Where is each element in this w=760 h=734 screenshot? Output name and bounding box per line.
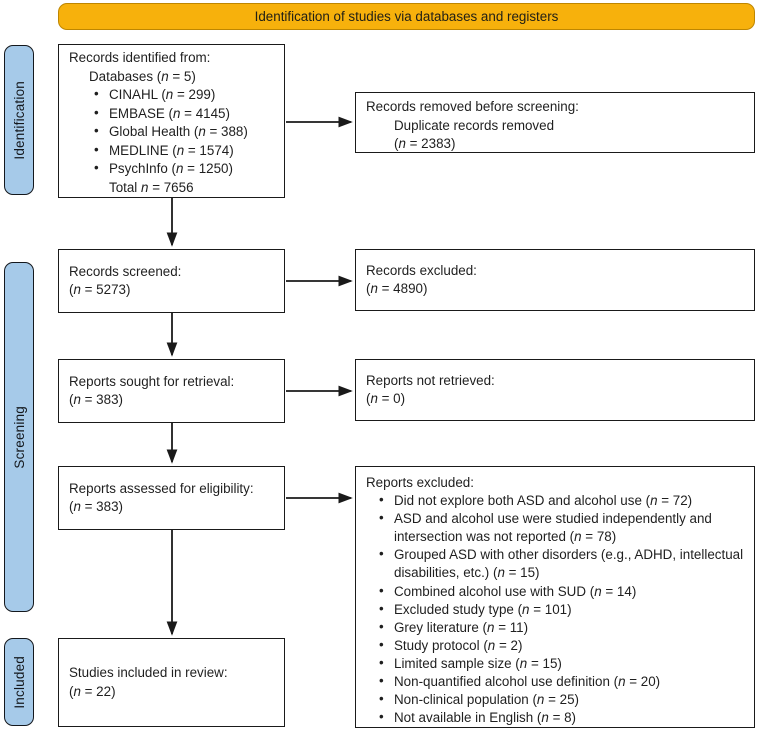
box-reports-sought: Reports sought for retrieval: (n = 383) [58, 359, 285, 423]
list-item: Study protocol (n = 2) [379, 636, 746, 655]
stage-included-text: Included [11, 655, 27, 709]
database-list: CINAHL (n = 299) EMBASE (n = 4145) Globa… [94, 85, 276, 179]
list-item: Did not explore both ASD and alcohol use… [379, 491, 746, 510]
list-item: Grey literature (n = 11) [379, 618, 746, 637]
box-total-line: Total n = 7656 [109, 179, 194, 195]
box-title: Records removed before screening: [366, 99, 579, 114]
list-item: PsychInfo (n = 1250) [94, 159, 276, 179]
list-item: Combined alcohol use with SUD (n = 14) [379, 582, 746, 601]
box-line: Reports sought for retrieval: [69, 373, 235, 389]
box-line: (n = 22) [69, 683, 116, 699]
box-title: Reports excluded: [366, 475, 474, 490]
stage-identification-text: Identification [11, 80, 27, 160]
box-line: (n = 2383) [394, 136, 456, 151]
box-line: (n = 383) [69, 392, 123, 407]
stage-screening-text: Screening [11, 405, 27, 469]
stage-label-screening: Screening [4, 262, 34, 612]
stage-label-identification: Identification [4, 45, 34, 195]
box-line: (n = 5273) [69, 282, 131, 297]
box-line: Records excluded: [366, 262, 477, 278]
box-line: Reports assessed for eligibility: [69, 480, 254, 496]
exclusion-reason-list: Did not explore both ASD and alcohol use… [379, 491, 746, 727]
list-item: ASD and alcohol use were studied indepen… [379, 509, 746, 546]
box-line: (n = 383) [69, 499, 123, 514]
box-reports-not-retrieved: Reports not retrieved: (n = 0) [355, 359, 755, 421]
banner-label: Identification of studies via databases … [254, 9, 559, 24]
box-line: Reports not retrieved: [366, 372, 495, 388]
box-reports-excluded: Reports excluded: Did not explore both A… [355, 466, 755, 728]
list-item: Non-quantified alcohol use definition (n… [379, 672, 746, 691]
list-item: CINAHL (n = 299) [94, 85, 276, 105]
list-item: Limited sample size (n = 15) [379, 654, 746, 673]
stage-label-included: Included [4, 638, 34, 726]
box-line: (n = 4890) [366, 281, 428, 296]
box-reports-assessed: Reports assessed for eligibility: (n = 3… [58, 466, 285, 530]
list-item: Global Health (n = 388) [94, 122, 276, 142]
box-subtitle: Databases (n = 5) [89, 68, 196, 84]
list-item: MEDLINE (n = 1574) [94, 141, 276, 161]
box-line: Duplicate records removed [394, 117, 555, 133]
box-studies-included: Studies included in review: (n = 22) [58, 638, 285, 727]
list-item: Excluded study type (n = 101) [379, 600, 746, 619]
box-line: Records screened: [69, 263, 182, 279]
banner-identification-via-databases: Identification of studies via databases … [58, 3, 755, 30]
box-title: Records identified from: [69, 50, 211, 65]
box-records-removed-before-screening: Records removed before screening: Duplic… [355, 92, 755, 153]
box-line: Studies included in review: [69, 665, 228, 680]
box-records-identified: Records identified from: Databases (n = … [58, 44, 285, 198]
box-records-excluded: Records excluded: (n = 4890) [355, 249, 755, 311]
list-item: Non-clinical population (n = 25) [379, 690, 746, 709]
box-records-screened: Records screened: (n = 5273) [58, 249, 285, 313]
box-line: (n = 0) [366, 391, 406, 406]
list-item: EMBASE (n = 4145) [94, 104, 276, 124]
list-item: Not available in English (n = 8) [379, 708, 746, 727]
list-item: Grouped ASD with other disorders (e.g., … [379, 545, 746, 582]
